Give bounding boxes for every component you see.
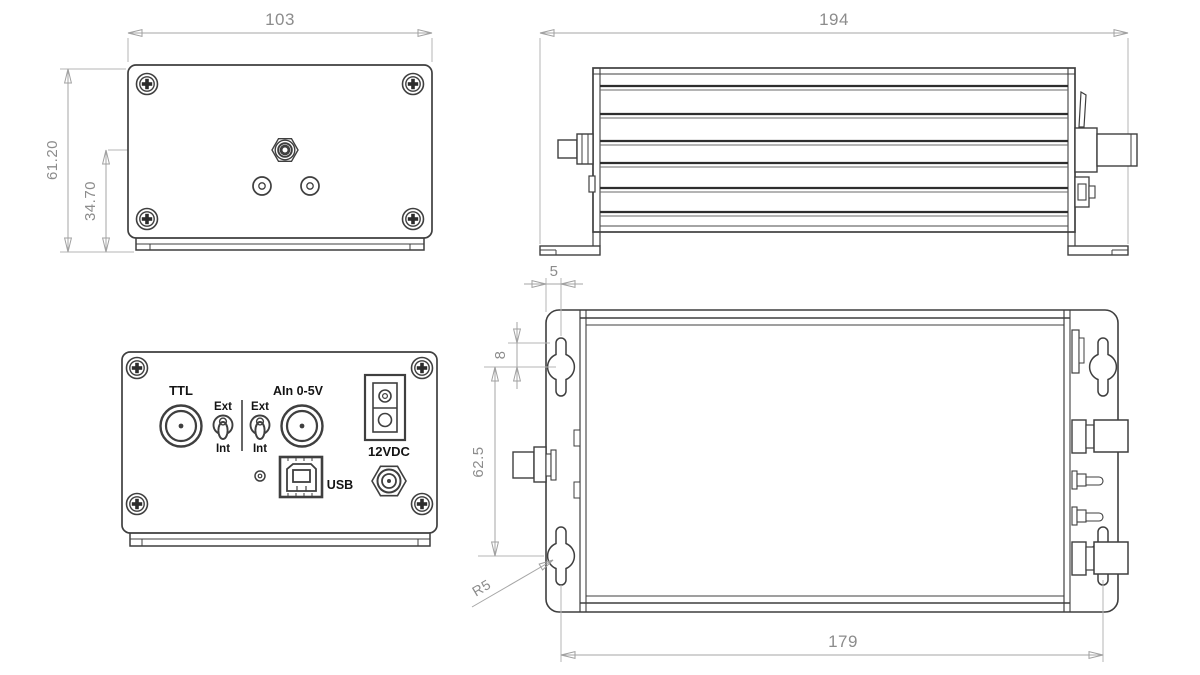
bottom-body-edges <box>579 310 1071 612</box>
ext-label-right: Ext <box>251 401 269 413</box>
bnc-connector-bottom-lower <box>1071 541 1129 576</box>
sma-connector-bottom <box>512 429 581 499</box>
phillips-screw-icon <box>410 492 434 516</box>
sma-connector-side <box>557 133 594 165</box>
side-body-outline <box>592 67 1076 233</box>
phillips-screw-icon <box>125 356 149 380</box>
dim-front-width: 103 <box>265 10 295 29</box>
ttl-label: TTL <box>169 383 193 398</box>
rocker-switch-bottom <box>1071 329 1085 374</box>
led-indicator <box>254 470 266 482</box>
phillips-screw-icon <box>401 72 425 96</box>
mounting-plate-outline <box>545 309 1119 613</box>
phillips-screw-icon <box>410 356 434 380</box>
mounting-foot-left <box>539 232 601 256</box>
ext-label-left: Ext <box>214 401 232 413</box>
dim-slot-spacing: 62.5 <box>470 446 487 477</box>
bnc-connector-side <box>1074 127 1138 173</box>
ttl-bnc-connector <box>159 404 203 448</box>
front-view: 103 61.20 34.70 <box>44 10 433 253</box>
toggle-lever-side <box>1078 90 1087 128</box>
usb-label: USB <box>327 478 353 492</box>
bottom-view: 5 8 62.5 R5 179 <box>469 263 1129 662</box>
socket-screw-icon <box>252 176 272 196</box>
int-label-right: Int <box>253 443 267 455</box>
mounting-foot-right <box>1067 232 1129 256</box>
dim-slot-radius: R5 <box>469 576 493 599</box>
dim-front-connector-height: 34.70 <box>82 181 99 221</box>
dim-side-width: 194 <box>819 10 849 29</box>
rear-base-plate <box>129 533 431 547</box>
phillips-screw-icon <box>135 72 159 96</box>
rear-panel-outline <box>121 351 438 534</box>
toggle-pin-bottom <box>1071 506 1104 526</box>
toggle-pin-bottom <box>1071 470 1104 490</box>
power-label: 12VDC <box>368 444 411 459</box>
heatsink-fins <box>600 84 1068 227</box>
ain-label: AIn 0-5V <box>273 384 324 398</box>
dim-front-height: 61.20 <box>44 140 61 180</box>
power-rocker-switch <box>363 373 407 442</box>
socket-screw-icon <box>300 176 320 196</box>
sma-connector-front <box>271 137 299 163</box>
usb-connector <box>278 455 324 499</box>
usb-connector-side <box>1074 176 1096 208</box>
dim-mount-spacing: 179 <box>828 632 858 651</box>
side-slot <box>588 175 596 193</box>
bnc-connector-bottom-top <box>1071 419 1129 454</box>
dc-jack-connector <box>371 465 407 497</box>
side-view: 194 <box>539 10 1138 256</box>
front-base-plate <box>135 238 425 251</box>
phillips-screw-icon <box>401 207 425 231</box>
int-label-left: Int <box>216 443 230 455</box>
phillips-screw-icon <box>135 207 159 231</box>
dim-flange-offset: 5 <box>550 263 559 280</box>
rear-panel-view: TTL Ext Int Ext Int AIn 0-5V 12VDC <box>121 351 438 547</box>
phillips-screw-icon <box>125 492 149 516</box>
ain-bnc-connector <box>280 404 324 448</box>
dim-slot-offset: 8 <box>492 351 509 360</box>
